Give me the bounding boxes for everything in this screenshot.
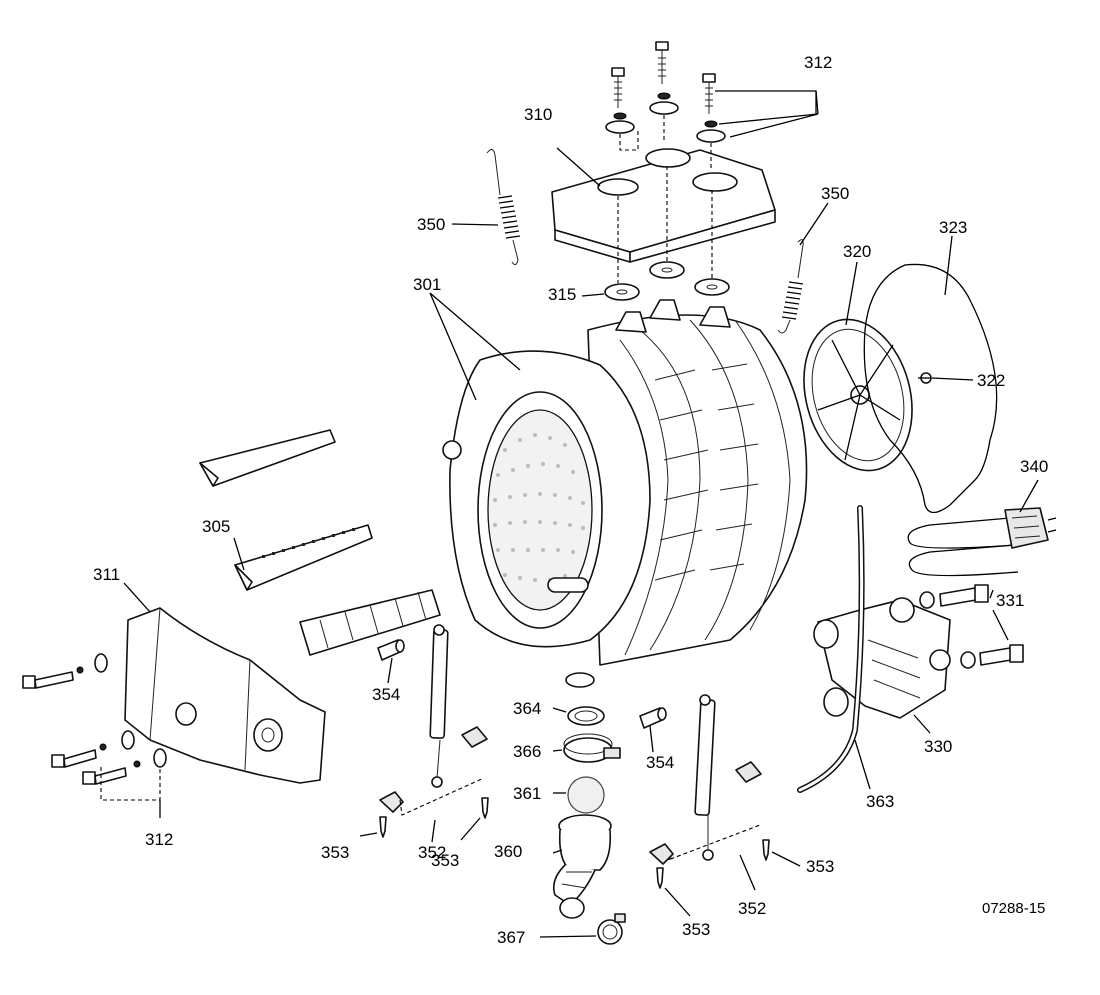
pin-354-left	[377, 639, 405, 661]
bolt-322	[918, 372, 932, 384]
label-354-left: 354	[372, 685, 400, 704]
spring-350-left	[486, 149, 521, 266]
heater-340	[907, 507, 1057, 577]
label-352-left: 352	[418, 843, 446, 862]
bolt-set-312-left	[22, 653, 167, 785]
leader-lines	[123, 90, 1039, 938]
damper-352-right	[649, 694, 762, 865]
washers-315	[604, 261, 730, 301]
label-353-c: 353	[682, 920, 710, 939]
label-364: 364	[513, 699, 541, 718]
pin-354-right	[639, 707, 667, 729]
label-353-b: 353	[431, 851, 459, 870]
counterweight-310	[551, 148, 776, 263]
label-350-right: 350	[821, 184, 849, 203]
motor-330	[813, 597, 951, 719]
label-360: 360	[494, 842, 522, 861]
sump-hose-360	[552, 814, 612, 919]
label-350-left: 350	[417, 215, 445, 234]
label-310: 310	[524, 105, 552, 124]
label-311: 311	[93, 565, 120, 584]
label-361: 361	[513, 784, 541, 803]
label-301: 301	[413, 275, 441, 294]
hose-363	[797, 505, 865, 793]
tub-assembly-301	[442, 299, 808, 688]
label-320: 320	[843, 242, 871, 261]
label-353-d: 353	[806, 857, 834, 876]
bracket-311	[124, 607, 326, 784]
callout-labels: 310 312 350 315 350 320 323 322 340 301 …	[93, 53, 1048, 947]
label-322: 322	[977, 371, 1005, 390]
damper-352-left	[379, 624, 488, 813]
belt-323	[863, 263, 998, 514]
clamp-367	[597, 913, 626, 945]
label-315: 315	[548, 285, 576, 304]
bolts-331	[919, 584, 1024, 669]
label-340: 340	[1020, 457, 1048, 476]
pulley-320	[803, 318, 913, 472]
label-353-a: 353	[321, 843, 349, 862]
ball-361	[567, 776, 605, 814]
label-363: 363	[866, 792, 894, 811]
clamp-366	[563, 733, 621, 763]
label-312-top: 312	[804, 53, 832, 72]
label-367: 367	[497, 928, 525, 947]
label-330: 330	[924, 737, 952, 756]
screws-353	[379, 797, 770, 889]
label-312-left: 312	[145, 830, 173, 849]
paddles-305	[199, 429, 441, 656]
label-354-right: 354	[646, 753, 674, 772]
spring-350-right	[777, 239, 804, 334]
seal-364	[567, 706, 605, 726]
label-331: 331	[996, 591, 1024, 610]
label-366: 366	[513, 742, 541, 761]
label-352-right: 352	[738, 899, 766, 918]
bolt-set-312-top	[605, 41, 726, 143]
label-323: 323	[939, 218, 967, 237]
label-305: 305	[202, 517, 230, 536]
reference-code: 07288-15	[982, 900, 1045, 917]
